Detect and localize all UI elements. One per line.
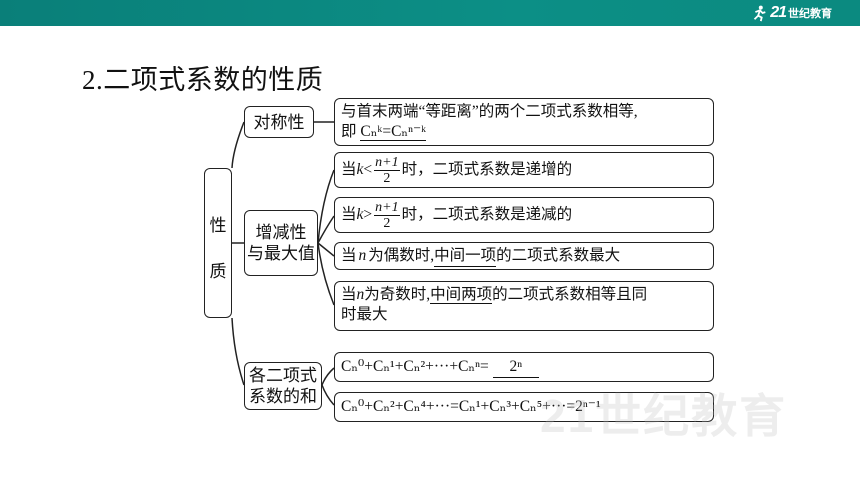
symmetry-formula: Cₙᵏ=Cₙⁿ⁻ᵏ bbox=[360, 123, 427, 141]
total-sum-detail: Cₙ⁰+Cₙ¹+Cₙ²+···+Cₙⁿ= 2ⁿ bbox=[334, 352, 714, 382]
even-underlined: 中间一项 bbox=[434, 246, 497, 267]
root-char-2: 质 bbox=[209, 262, 227, 281]
sum-label-line2: 系数的和 bbox=[249, 387, 317, 406]
parity-sum-detail: Cₙ⁰+Cₙ²+Cₙ⁴+···=Cₙ¹+Cₙ³+Cₙ⁵+···=2ⁿ⁻¹ bbox=[334, 392, 714, 422]
odd-suffix: 的二项式系数相等且同 bbox=[492, 286, 648, 303]
total-sum-answer: 2ⁿ bbox=[492, 357, 539, 378]
total-sum-formula: Cₙ⁰+Cₙ¹+Cₙ²+···+Cₙⁿ= bbox=[341, 358, 489, 375]
dec-suffix: 时，二项式系数是递减的 bbox=[401, 206, 573, 223]
dec-prefix: 当 bbox=[341, 206, 357, 223]
inc-var: k bbox=[356, 161, 364, 178]
symmetry-prefix: 即 bbox=[341, 123, 357, 140]
sum-label-line1: 各二项式 bbox=[249, 366, 317, 385]
inc-prefix: 当 bbox=[341, 161, 357, 178]
symmetry-node: 对称性 bbox=[244, 106, 314, 138]
odd-underlined: 中间两项 bbox=[430, 286, 493, 304]
root-char-1: 性 bbox=[209, 216, 227, 235]
symmetry-line2: 即 Cₙᵏ=Cₙⁿ⁻ᵏ bbox=[341, 122, 427, 142]
sum-node: 各二项式 系数的和 bbox=[244, 362, 322, 410]
inc-denominator: 2 bbox=[383, 170, 391, 186]
section-heading: 2.二项式系数的性质 bbox=[82, 65, 324, 95]
odd-detail: 当n为奇数时,中间两项的二项式系数相等且同 时最大 bbox=[334, 281, 714, 331]
root-node: 性 质 bbox=[204, 168, 232, 318]
runner-icon bbox=[754, 5, 766, 22]
logo-number: 21 bbox=[770, 4, 787, 21]
parity-sum-formula: Cₙ⁰+Cₙ²+Cₙ⁴+···=Cₙ¹+Cₙ³+Cₙ⁵+···=2ⁿ⁻¹ bbox=[341, 398, 601, 415]
symmetry-line1: 与首末两端“等距离”的两个二项式系数相等, bbox=[341, 103, 638, 120]
dec-denominator: 2 bbox=[383, 215, 391, 231]
even-suffix: 的二项式系数最大 bbox=[496, 247, 621, 264]
inc-fraction: n+1 2 bbox=[374, 154, 400, 186]
increasing-detail: 当 k < n+1 2 时，二项式系数是递增的 bbox=[334, 152, 714, 188]
top-banner: 21 世纪教育 bbox=[0, 0, 860, 26]
odd-line1: 当n为奇数时,中间两项的二项式系数相等且同 bbox=[341, 285, 647, 305]
decreasing-detail: 当 k > n+1 2 时，二项式系数是递减的 bbox=[334, 197, 714, 233]
even-var: n bbox=[358, 247, 367, 264]
watermark: 21世纪教育 bbox=[540, 390, 788, 442]
odd-var: n bbox=[356, 286, 365, 303]
brand-logo: 21 世纪教育 bbox=[750, 3, 832, 23]
monotonic-node: 增减性 与最大值 bbox=[244, 210, 318, 276]
monotonic-label-line2: 与最大值 bbox=[247, 244, 315, 263]
dec-var: k bbox=[356, 206, 364, 223]
monotonic-label-line1: 增减性 bbox=[255, 223, 307, 242]
even-mid: 为偶数时, bbox=[368, 247, 435, 264]
odd-prefix: 当 bbox=[341, 286, 357, 303]
symmetry-label: 对称性 bbox=[253, 112, 305, 132]
inc-numerator: n+1 bbox=[374, 154, 400, 171]
logo-text: 世纪教育 bbox=[788, 8, 832, 20]
dec-numerator: n+1 bbox=[374, 199, 400, 216]
inc-op: < bbox=[363, 161, 373, 178]
odd-line2: 时最大 bbox=[341, 306, 388, 323]
dec-fraction: n+1 2 bbox=[374, 199, 400, 231]
inc-suffix: 时，二项式系数是递增的 bbox=[401, 161, 573, 178]
even-detail: 当 n 为偶数时, 中间一项 的二项式系数最大 bbox=[334, 242, 714, 270]
dec-op: > bbox=[363, 206, 373, 223]
even-prefix: 当 bbox=[341, 247, 357, 264]
symmetry-detail: 与首末两端“等距离”的两个二项式系数相等, 即 Cₙᵏ=Cₙⁿ⁻ᵏ bbox=[334, 98, 714, 146]
odd-mid: 为奇数时, bbox=[364, 286, 431, 303]
